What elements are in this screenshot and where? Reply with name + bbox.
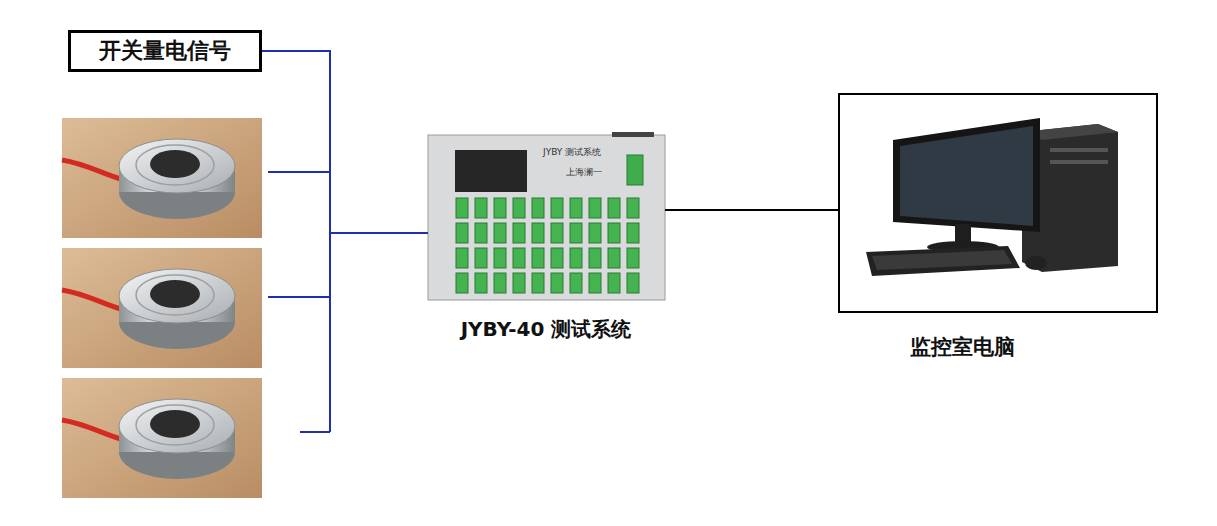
box-label: 开关量电信号 (99, 33, 231, 69)
sensor-photo (62, 248, 262, 368)
tester-panel (428, 132, 665, 300)
signal-wires (268, 172, 330, 432)
connector (665, 209, 838, 211)
computer-frame: 监控室电脑 (838, 93, 1158, 313)
signal-box: 开关量电信号 (68, 30, 262, 72)
caption-label: 监控室电脑 (910, 333, 1015, 361)
panel-text: 上海澜一 (566, 166, 602, 179)
sensor-photo (62, 378, 262, 498)
panel-text: JYBY 测试系统 (543, 146, 601, 159)
computer (866, 118, 1118, 276)
sensor-photo (62, 118, 262, 238)
tester-unit: JYBY-40 测试系统 (428, 135, 665, 300)
caption-label: JYBY-40 测试系统 (461, 316, 632, 343)
connector (262, 51, 428, 233)
